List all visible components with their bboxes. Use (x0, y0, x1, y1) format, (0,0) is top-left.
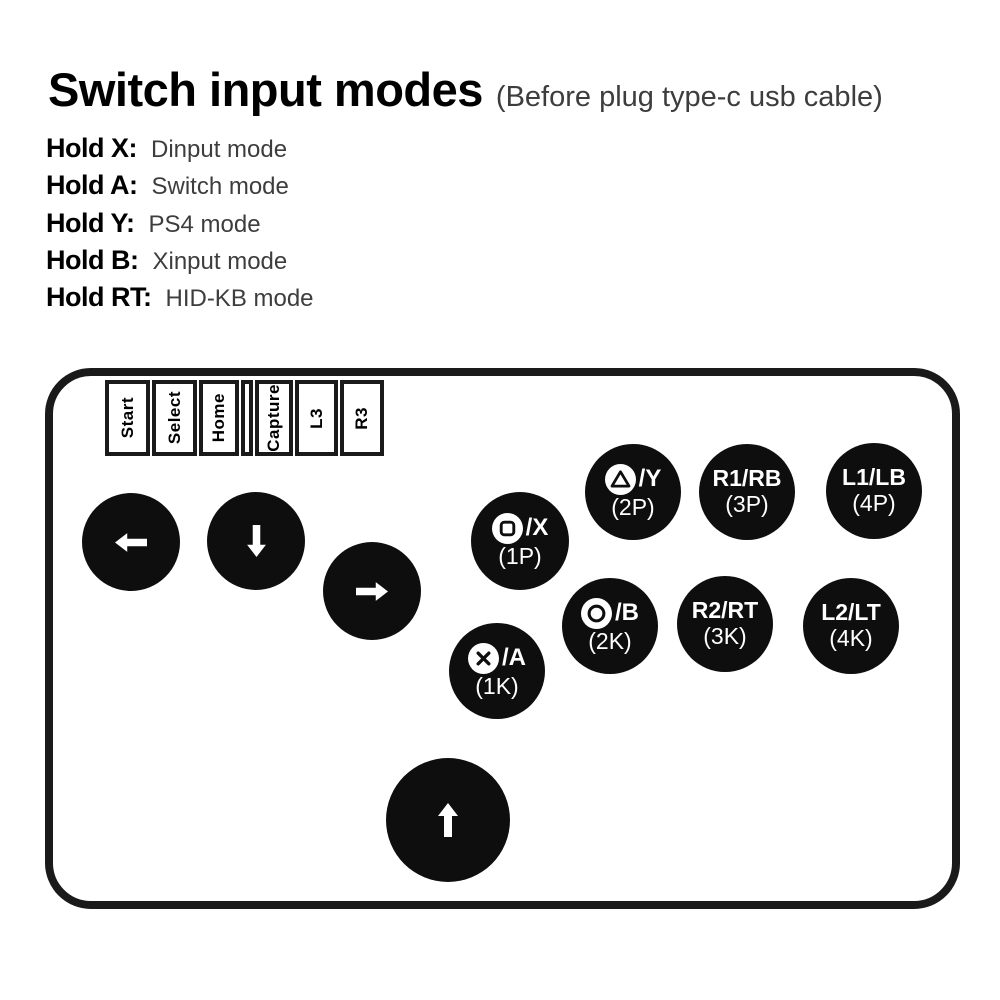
page-subtitle: (Before plug type-c usb cable) (495, 81, 883, 113)
arrow-up-icon (438, 803, 458, 837)
button-l2-lt-4k[interactable]: L2/LT (4K) (803, 578, 899, 674)
button-sub-label: (4P) (852, 490, 896, 516)
arrow-left-icon (115, 532, 147, 552)
button-direction-down[interactable] (207, 492, 305, 590)
mode-label: Hold A: (46, 170, 138, 201)
system-button-r3[interactable]: R3 (340, 380, 384, 456)
mode-row-hold-b: Hold B: Xinput mode (46, 245, 314, 282)
button-label: R1/RB (712, 465, 782, 492)
system-button-capture[interactable]: Capture (255, 380, 293, 456)
mode-list: Hold X: Dinput mode Hold A: Switch mode … (46, 133, 314, 319)
arrow-down-icon (246, 525, 266, 557)
mode-row-hold-a: Hold A: Switch mode (46, 170, 314, 207)
button-label: R2/RT (691, 597, 759, 624)
button-sub-label: (1P) (498, 542, 542, 569)
button-direction-up[interactable] (386, 758, 510, 882)
system-button-label: Home (209, 393, 228, 443)
button-label: /B (615, 598, 639, 626)
square-icon (491, 512, 523, 544)
button-r2-rt-3k[interactable]: R2/RT (3K) (677, 576, 773, 672)
triangle-icon (604, 463, 636, 495)
system-button-label: Capture (264, 384, 283, 452)
mode-value: HID-KB mode (165, 285, 314, 313)
mode-value: Dinput mode (151, 136, 288, 163)
system-button-label: L3 (306, 407, 326, 429)
circle-icon (581, 597, 612, 629)
button-label-row: /Y (604, 463, 662, 495)
page-title: Switch input modes (48, 63, 483, 116)
mode-label: Hold X: (46, 133, 138, 163)
button-label-row: /A (468, 642, 526, 674)
button-label: L1/LB (842, 464, 906, 491)
button-label: L2/LT (821, 599, 881, 626)
button-cross-a-1k[interactable]: /A (1K) (449, 623, 545, 719)
button-triangle-y-2p[interactable]: /Y (2P) (585, 444, 681, 540)
system-button-label: R3 (352, 406, 371, 430)
system-button-select[interactable]: Select (152, 380, 197, 456)
button-square-x-1p[interactable]: /X (1P) (471, 492, 569, 590)
system-button-home[interactable]: Home (199, 380, 239, 456)
mode-value: PS4 mode (148, 210, 261, 238)
mode-label: Hold Y: (46, 207, 135, 238)
button-label-row: /X (491, 512, 549, 544)
system-button-label: Start (117, 397, 137, 439)
button-r1-rb-3p[interactable]: R1/RB (3P) (699, 444, 795, 540)
button-sub-label: (1K) (475, 672, 519, 699)
button-sub-label: (2K) (588, 627, 632, 654)
arrow-right-icon (356, 581, 388, 601)
mode-row-hold-y: Hold Y: PS4 mode (46, 208, 314, 245)
button-label-row: /B (581, 597, 639, 629)
button-label: /A (502, 643, 526, 671)
button-sub-label: (2P) (611, 493, 655, 520)
button-l1-lb-4p[interactable]: L1/LB (4P) (826, 443, 922, 539)
mode-value: Xinput mode (152, 247, 288, 275)
system-button-row: Start Select Home Capture L3 R3 (105, 380, 384, 456)
button-label: /Y (638, 464, 662, 492)
mode-label: Hold RT: (46, 282, 152, 313)
mode-label: Hold B: (46, 244, 139, 275)
system-button-label: Select (164, 391, 184, 445)
mode-row-hold-rt: Hold RT: HID-KB mode (46, 282, 314, 319)
button-sub-label: (3K) (703, 623, 747, 649)
page-header: Switch input modes (Before plug type-c u… (48, 62, 883, 117)
system-button-start[interactable]: Start (105, 380, 150, 456)
mode-row-hold-x: Hold X: Dinput mode (46, 133, 314, 170)
mode-value: Switch mode (151, 173, 289, 201)
button-sub-label: (4K) (829, 625, 873, 651)
button-sub-label: (3P) (725, 491, 769, 517)
cross-icon (468, 642, 499, 674)
system-row-spacer-box (241, 380, 253, 456)
button-direction-left[interactable] (82, 493, 180, 591)
system-button-l3[interactable]: L3 (295, 380, 338, 456)
button-label: /X (525, 513, 549, 541)
button-circle-b-2k[interactable]: /B (2K) (562, 578, 658, 674)
button-direction-right[interactable] (323, 542, 421, 640)
